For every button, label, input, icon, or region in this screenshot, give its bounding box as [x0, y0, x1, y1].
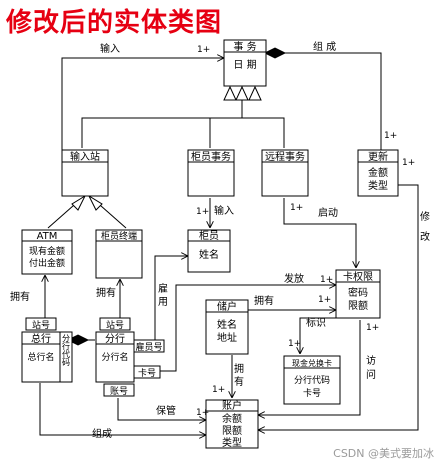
class-fenhang	[95, 317, 165, 397]
label-1plus-zhanghu-2: 1+	[196, 408, 209, 418]
svg-text:分行代码: 分行代码	[62, 334, 71, 367]
class-zhanghu-attr-2: 类型	[222, 436, 242, 449]
label-biaoshi: 标识	[306, 317, 326, 329]
qualifier-zhanhao-1: 站号	[32, 319, 50, 331]
class-chuhu	[205, 299, 249, 355]
label-yongyou-terminal: 拥有	[96, 286, 116, 299]
class-chuhu-attr-0: 姓名	[217, 318, 237, 331]
label-1plus-chuhu-ka: 1+	[318, 295, 331, 305]
label-1plus-gengxin2: 1+	[402, 158, 415, 168]
label-shuru-top: 输入	[100, 42, 120, 55]
class-guiyuanzhongduan-name: 柜员终端	[101, 230, 137, 242]
class-xianjinduihuanka-attr-0: 分行代码	[294, 374, 330, 386]
class-kaquanxian-attr-0: 密码	[348, 286, 368, 299]
label-fangwen-2: 问	[366, 368, 376, 381]
class-xianjinduihuanka-name: 现金兑换卡	[292, 358, 332, 368]
class-shuruzhan-name: 输入站	[70, 150, 100, 163]
label-1plus-qidong: 1+	[290, 203, 303, 213]
class-zhanghu-attr-1: 限额	[222, 424, 242, 437]
label-qidong: 启动	[318, 206, 338, 219]
class-zonghang-attr: 总行名	[27, 351, 54, 363]
class-zhanghu-attr-0: 余额	[222, 412, 242, 425]
class-guiyuan-name: 柜员	[199, 229, 219, 242]
class-zonghang-name: 总行	[31, 332, 51, 345]
class-guiyuanshiwu	[187, 149, 235, 197]
label-yongyou-zhanghu-2: 有	[234, 375, 244, 388]
label-1plus-fangwen: 1+	[366, 323, 379, 333]
label-fangwen-1: 访	[366, 355, 376, 367]
class-chuhu-attr-1: 地址	[217, 331, 237, 344]
class-guiyuanzhongduan	[95, 229, 143, 279]
label-guyong-1: 雇	[158, 282, 168, 295]
class-yuanchengshiwu	[261, 149, 309, 197]
class-gengxin-attr-0: 金额	[368, 166, 388, 179]
class-shiwu	[223, 39, 267, 87]
class-guiyuan	[187, 229, 231, 273]
label-1plus-gengxin: 1+	[384, 131, 397, 141]
class-kaquanxian-name: 卡权限	[343, 270, 373, 283]
watermark: CSDN @美式要加冰	[333, 447, 434, 460]
label-1plus-fafang: 1+	[320, 275, 333, 285]
class-gengxin-name: 更新	[368, 150, 388, 163]
class-shiwu-attr: 日 期	[233, 59, 256, 71]
class-atm-attr-1: 付出金额	[29, 257, 65, 269]
class-shuruzhan	[61, 149, 109, 197]
class-xianjinduihuanka	[283, 355, 341, 405]
class-fenhang-name: 分行	[105, 332, 125, 345]
class-zonghang-side: 分行代码	[62, 334, 71, 367]
qualifier-zhanghao: 账号	[110, 386, 128, 397]
label-xiugai-2: 改	[420, 230, 430, 243]
label-xiugai-1: 修	[420, 210, 430, 223]
qualifier-guiyuanhao: 雇员号	[135, 341, 162, 353]
label-shuru-guiyuan: 输入	[214, 204, 234, 217]
class-atm	[21, 229, 73, 275]
qualifier-kahao: 卡号	[138, 367, 156, 379]
label-1plus-shiwu: 1+	[197, 45, 210, 55]
class-zhanghu-name: 账户	[222, 399, 242, 412]
label-1plus-zhanghu-1: 1+	[212, 385, 225, 395]
label-fafang: 发放	[284, 272, 304, 285]
class-gengxin	[357, 149, 399, 197]
class-guiyuan-attr: 姓名	[199, 248, 219, 261]
label-yongyou-atm: 拥有	[10, 290, 30, 303]
class-atm-name: ATM	[37, 231, 58, 242]
label-baoguan: 保管	[156, 404, 176, 417]
class-atm-attr-0: 现有金额	[29, 245, 65, 257]
class-zhanghu	[205, 399, 259, 449]
class-kaquanxian	[335, 269, 381, 319]
class-xianjinduihuanka-attr-1: 卡号	[303, 387, 321, 399]
page-title: 修改后的实体类图	[6, 8, 223, 38]
class-fenhang-attr: 分行名	[101, 351, 128, 363]
label-1plus-guiyuan: 1+	[196, 207, 209, 217]
class-shiwu-name: 事 务	[233, 40, 256, 53]
label-guyong-2: 用	[158, 297, 168, 308]
qualifier-zhanhao-2: 站号	[106, 319, 124, 331]
class-chuhu-name: 储户	[217, 300, 237, 313]
class-kaquanxian-attr-1: 限额	[348, 299, 368, 312]
class-zonghang	[21, 317, 73, 383]
connectors	[39, 47, 419, 435]
label-yongyou-zhanghu-1: 拥	[234, 362, 244, 375]
class-yuanchengshiwu-name: 远程事务	[265, 150, 305, 163]
label-yongyou-chuhu: 拥有	[254, 294, 274, 307]
class-gengxin-attr-1: 类型	[368, 179, 388, 192]
class-guiyuanshiwu-name: 柜员事务	[191, 150, 231, 163]
label-zucheng-bottom: 组成	[92, 427, 112, 440]
label-1plus-biaoshi: 1+	[288, 339, 301, 349]
label-zucheng-top: 组 成	[313, 40, 336, 53]
